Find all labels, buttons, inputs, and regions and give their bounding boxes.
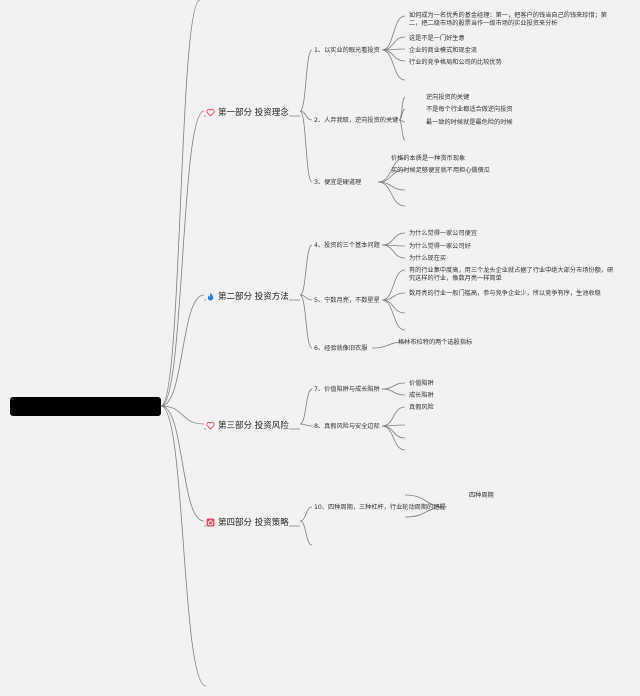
leaf-7-1[interactable]: 价值陷阱 (409, 380, 434, 387)
topic-5[interactable]: 5、宁数月亮，不数星星 (314, 297, 380, 304)
connector-leafgroup5-leaf4 (381, 299, 406, 331)
connector-leafgroup3-leaf1 (377, 157, 406, 183)
leaf-6-1[interactable]: 格林布拉特的两个选股指标 (398, 339, 473, 346)
leaf-1-1[interactable]: 如何成为一名优秀的基金经理：第一，把客户的钱当自己的钱来珍惜；第二，把二级市场的… (409, 12, 607, 27)
connector-leafgroup8-leaf3 (381, 425, 406, 439)
connector-leafgroup1-leaf4 (381, 49, 406, 62)
root-node-redacted (10, 397, 161, 416)
connector-root-tail (160, 405, 207, 687)
connector-leafgroup6-leaf1 (371, 341, 406, 349)
topic-6[interactable]: 6、经验就像旧衣服 (314, 345, 368, 352)
connector-root-part2 (160, 294, 205, 407)
connector-part3-topic2 (299, 423, 313, 427)
connector-part4-topic2 (299, 520, 313, 546)
leaf-4-1[interactable]: 为什么觉得一家公司便宜 (409, 230, 478, 237)
flame-icon (207, 292, 214, 300)
part-4-node[interactable]: 第四部分 投资策略 (206, 516, 289, 528)
connector-leafgroup7-leaf1 (381, 382, 406, 390)
leaf-1-2[interactable]: 这是不是一门好生意 (409, 35, 465, 42)
connector-part2-topic2 (299, 294, 313, 301)
leaf-5-2[interactable]: 数月亮的行业一般门槛高，参与竞争企业少，所以竞争有序，生池收稳 (409, 290, 601, 297)
connector-root-part1 (160, 110, 205, 407)
leaf-2-3[interactable]: 最一致的时候就是最危险的时候 (426, 119, 513, 126)
connector-leafgroup1-leaf1 (381, 15, 406, 51)
connector-leafgroup4-leaf3 (381, 244, 406, 259)
connector-leafgroup8-leaf1 (381, 406, 406, 427)
topic-10[interactable]: 10、四种周期，三种杠杆，行业轮动周期的把握 (314, 504, 446, 511)
connector-root-part4 (160, 405, 205, 522)
connector-leafgroup7-leaf2 (381, 388, 406, 396)
connector-part2-topic3 (299, 294, 313, 349)
connector-leafgroup1-leaf2 (381, 36, 406, 51)
connector-part2-topic1 (299, 244, 313, 296)
topic-7[interactable]: 7、价值陷阱与成长陷阱 (314, 386, 380, 393)
leaf-5-1[interactable]: 有的行业集中度高，用三个龙头企业就占据了行业中绝大部分市场份额，研究这样的行业，… (409, 267, 614, 282)
leaf-8-1[interactable]: 真假风险 (409, 404, 434, 411)
leaf-2-2[interactable]: 不是每个行业都适合做逆向投资 (426, 106, 513, 113)
connector-root-part3 (160, 405, 205, 425)
connector-part1-topic1 (299, 49, 313, 112)
connector-leafgroup5-leaf1 (381, 269, 406, 301)
connector-leafgroup9-leaf1 (404, 494, 448, 508)
leaf-1-3[interactable]: 企业的商业模式和现金流 (409, 47, 478, 54)
topic-8[interactable]: 8、真假风险与安全边际 (314, 423, 380, 430)
topic-2[interactable]: 2、人弃我取，逆向投资的关键 (314, 117, 399, 124)
house-icon (206, 518, 215, 526)
connector-leafgroup5-leaf2 (381, 292, 406, 301)
leaf-3-2[interactable]: 买的时候足够便宜就不用担心做傻瓜 (391, 167, 490, 174)
connector-leafgroup2-leaf1 (398, 96, 406, 121)
leaf-3-1[interactable]: 价格的本质是一种货币现象 (391, 155, 466, 162)
leaf-7-2[interactable]: 成长陷阱 (409, 392, 434, 399)
heart-outline-icon (206, 108, 215, 117)
connector-part3-topic1 (299, 388, 313, 425)
leaf-4-2[interactable]: 为什么觉得一家公司好 (409, 243, 471, 250)
connector-leafgroup9-leaf2 (404, 506, 448, 518)
topic-3[interactable]: 3、便宜是硬道理 (314, 179, 362, 186)
part-1-node[interactable]: 第一部分 投资理念 (206, 106, 289, 118)
leaf-4-3[interactable]: 为什么现在买 (409, 255, 447, 262)
connector-leafgroup5-leaf3 (381, 299, 406, 314)
connector-part1-topic2 (299, 110, 313, 121)
connector-leafgroup3-leaf4 (377, 181, 406, 207)
connector-root-top (160, 0, 201, 407)
connector-leafgroup4-leaf1 (381, 232, 406, 246)
connector-leafgroup1-leaf5 (381, 49, 406, 81)
connector-leafgroup8-leaf4 (381, 425, 406, 451)
topic-1[interactable]: 1、以实业的眼光看投资 (314, 47, 380, 54)
leaf-10-1[interactable]: 四种周期 (469, 492, 494, 499)
connector-part4-topic1 (299, 506, 313, 522)
connector-part1-topic3 (299, 110, 313, 183)
connector-leafgroup3-leaf2 (377, 169, 406, 183)
connector-leafgroup3-leaf3 (377, 181, 406, 191)
leaf-1-4[interactable]: 行业的竞争格局和公司的比较优势 (409, 59, 502, 66)
leaf-2-1[interactable]: 逆向投资的关键 (426, 94, 470, 101)
part-3-node[interactable]: 第三部分 投资风险 (206, 419, 289, 431)
topic-4[interactable]: 4、投资的三个基本问题 (314, 242, 380, 249)
connector-leafgroup2-leaf4 (398, 119, 406, 141)
heart-outline-icon (206, 421, 215, 430)
part-2-node[interactable]: 第二部分 投资方法 (206, 290, 289, 302)
